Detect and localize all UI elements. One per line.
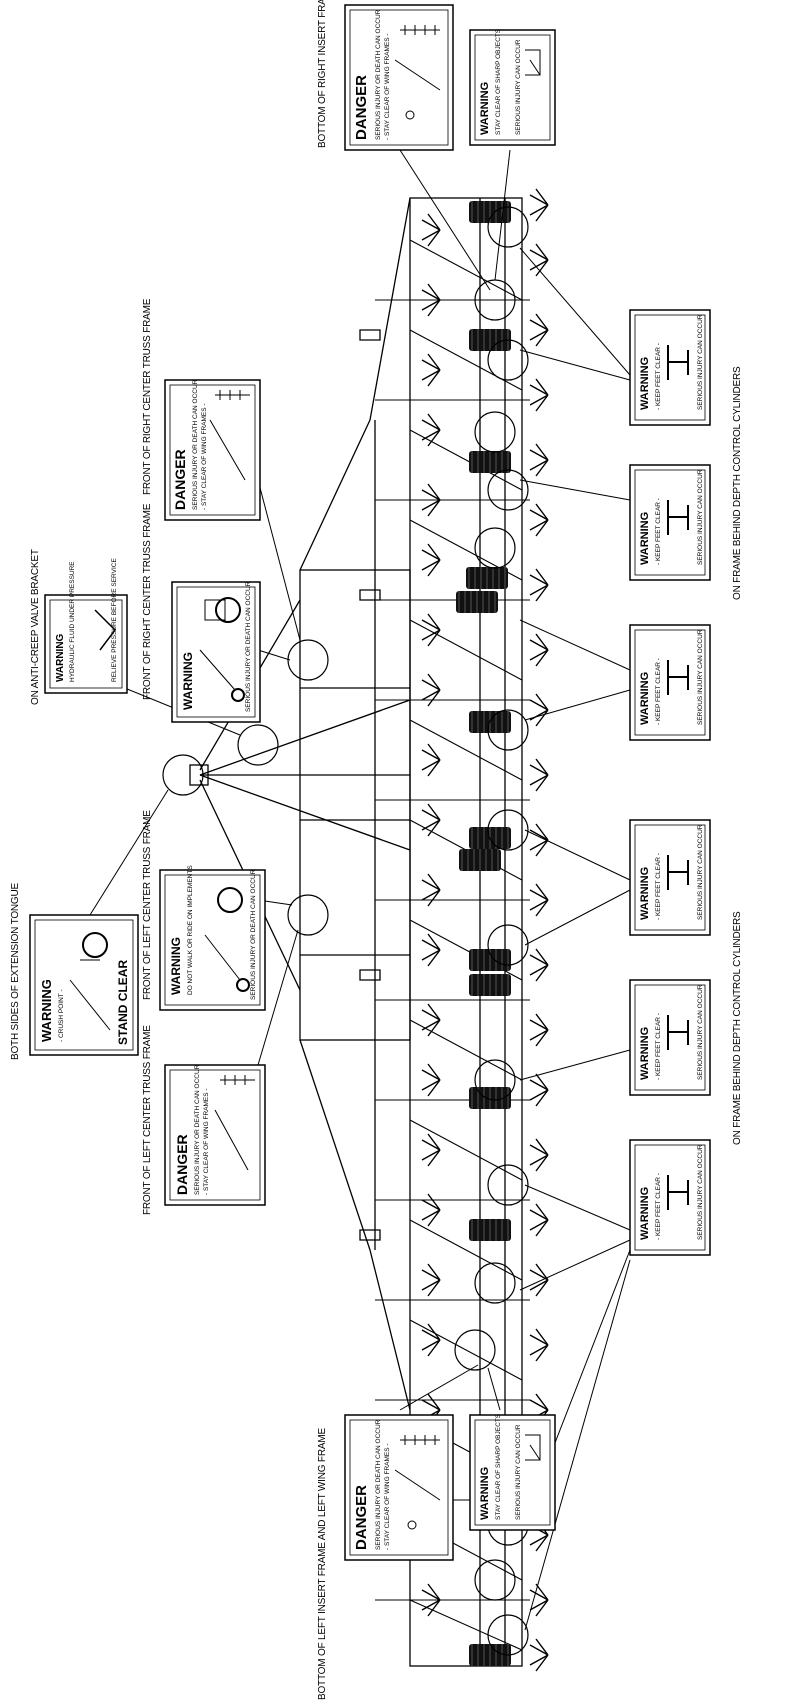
serious-injury: SERIOUS INJURY CAN OCCUR bbox=[515, 1424, 522, 1520]
serious-death: SERIOUS INJURY OR DEATH CAN OCCUR bbox=[245, 581, 252, 712]
warning-sign-left-insert: WARNING STAY CLEAR OF SHARP OBJECTS SERI… bbox=[469, 1413, 556, 1531]
crush-point: - CRUSH POINT - bbox=[58, 989, 65, 1042]
caption-front-right-center-1: FRONT OF RIGHT CENTER TRUSS FRAME bbox=[142, 298, 153, 495]
caption-front-right-center-2: FRONT OF RIGHT CENTER TRUSS FRAME bbox=[142, 503, 153, 700]
caption-depth-left: ON FRAME BEHIND DEPTH CONTROL CYLINDERS bbox=[732, 911, 743, 1145]
warning-sign-extension-tongue: WARNING - CRUSH POINT - STAND CLEAR bbox=[29, 914, 139, 1056]
warning-sign-anti-creep: WARNING HYDRAULIC FLUID UNDER PRESSURE R… bbox=[44, 558, 128, 694]
serious-injury: SERIOUS INJURY CAN OCCUR bbox=[697, 984, 704, 1080]
warning-title: WARNING bbox=[55, 633, 66, 682]
no-ride-text: DO NOT WALK OR RIDE ON IMPLEMENTS bbox=[187, 865, 194, 995]
danger-line2: - STAY CLEAR OF WING FRAMES - bbox=[384, 1443, 391, 1550]
danger-title: DANGER bbox=[172, 449, 188, 510]
stay-clear-sharp: STAY CLEAR OF SHARP OBJECTS bbox=[495, 1413, 502, 1520]
warning-title: WARNING bbox=[169, 937, 183, 995]
caption-front-left-center-2: FRONT OF LEFT CENTER TRUSS FRAME bbox=[142, 1025, 153, 1215]
danger-title: DANGER bbox=[353, 1485, 370, 1550]
keep-feet-text: - KEEP FEET CLEAR - bbox=[655, 343, 662, 410]
warning-title: WARNING bbox=[639, 357, 651, 410]
caption-front-left-center-1: FRONT OF LEFT CENTER TRUSS FRAME bbox=[142, 810, 153, 1000]
serious-injury: SERIOUS INJURY CAN OCCUR bbox=[515, 39, 522, 135]
warning-feet-5: WARNING - KEEP FEET CLEAR - SERIOUS INJU… bbox=[629, 979, 711, 1096]
keep-feet-text: - KEEP FEET CLEAR - bbox=[655, 1173, 662, 1240]
warning-title: WARNING bbox=[39, 979, 54, 1042]
danger-sign-right-insert: DANGER SERIOUS INJURY OR DEATH CAN OCCUR… bbox=[344, 4, 454, 151]
danger-line1: SERIOUS INJURY OR DEATH CAN OCCUR bbox=[192, 379, 199, 510]
hydraulic-text: HYDRAULIC FLUID UNDER PRESSURE bbox=[69, 561, 76, 682]
warning-sign-right-insert: WARNING STAY CLEAR OF SHARP OBJECTS SERI… bbox=[469, 28, 556, 146]
danger-sign-left-center: DANGER SERIOUS INJURY OR DEATH CAN OCCUR… bbox=[164, 1064, 266, 1206]
serious-injury: SERIOUS INJURY CAN OCCUR bbox=[697, 314, 704, 410]
keep-feet-text: - KEEP FEET CLEAR - bbox=[655, 498, 662, 565]
stand-clear: STAND CLEAR bbox=[116, 960, 130, 1045]
serious-injury: SERIOUS INJURY CAN OCCUR bbox=[697, 469, 704, 565]
serious-injury: SERIOUS INJURY CAN OCCUR bbox=[697, 1144, 704, 1240]
warning-feet-6: WARNING - KEEP FEET CLEAR - SERIOUS INJU… bbox=[629, 1139, 711, 1256]
danger-title: DANGER bbox=[353, 75, 370, 140]
keep-feet-text: - KEEP FEET CLEAR - bbox=[655, 658, 662, 725]
danger-line1: SERIOUS INJURY OR DEATH CAN OCCUR bbox=[194, 1064, 201, 1195]
danger-sign-right-center: DANGER SERIOUS INJURY OR DEATH CAN OCCUR… bbox=[164, 379, 261, 521]
keep-feet-text: - KEEP FEET CLEAR - bbox=[655, 853, 662, 920]
warning-title: WARNING bbox=[639, 512, 651, 565]
warning-title: WARNING bbox=[479, 1467, 491, 1520]
captions: BOTTOM OF RIGHT INSERT FRAME AND RIGHT W… bbox=[10, 0, 743, 1700]
danger-line1: SERIOUS INJURY OR DEATH CAN OCCUR bbox=[375, 1419, 382, 1550]
warning-feet-3: WARNING - KEEP FEET CLEAR - SERIOUS INJU… bbox=[629, 624, 711, 741]
relieve-pressure: RELIEVE PRESSURE BEFORE SERVICE bbox=[111, 558, 118, 682]
serious-death: SERIOUS INJURY OR DEATH CAN OCCUR bbox=[250, 869, 257, 1000]
danger-title: DANGER bbox=[174, 1134, 190, 1195]
stay-clear-sharp: STAY CLEAR OF SHARP OBJECTS bbox=[495, 28, 502, 135]
warning-sign-left-center: WARNING DO NOT WALK OR RIDE ON IMPLEMENT… bbox=[159, 865, 266, 1011]
serious-injury: SERIOUS INJURY CAN OCCUR bbox=[697, 824, 704, 920]
warning-title: WARNING bbox=[639, 672, 651, 725]
warning-title: WARNING bbox=[639, 1187, 651, 1240]
danger-sign-left-insert: DANGER SERIOUS INJURY OR DEATH CAN OCCUR… bbox=[344, 1414, 454, 1561]
warning-feet-4: WARNING - KEEP FEET CLEAR - SERIOUS INJU… bbox=[629, 819, 711, 936]
caption-bottom-right-insert: BOTTOM OF RIGHT INSERT FRAME AND RIGHT W… bbox=[317, 0, 328, 148]
warning-title: WARNING bbox=[181, 652, 195, 710]
warning-title: WARNING bbox=[639, 867, 651, 920]
warning-title: WARNING bbox=[639, 1027, 651, 1080]
danger-line2: - STAY CLEAR OF WING FRAMES - bbox=[203, 1088, 210, 1195]
caption-bottom-left-insert: BOTTOM OF LEFT INSERT FRAME AND LEFT WIN… bbox=[317, 1428, 328, 1700]
keep-feet-text: - KEEP FEET CLEAR - bbox=[655, 1013, 662, 1080]
caption-depth-right: ON FRAME BEHIND DEPTH CONTROL CYLINDERS bbox=[732, 366, 743, 600]
warning-feet-2: WARNING - KEEP FEET CLEAR - SERIOUS INJU… bbox=[629, 464, 711, 581]
warning-sign-right-center: WARNING SERIOUS INJURY OR DEATH CAN OCCU… bbox=[171, 581, 261, 723]
caption-both-sides-ext: BOTH SIDES OF EXTENSION TONGUE bbox=[10, 882, 21, 1060]
danger-line1: SERIOUS INJURY OR DEATH CAN OCCUR bbox=[375, 9, 382, 140]
warning-feet-1: WARNING - KEEP FEET CLEAR - SERIOUS INJU… bbox=[629, 309, 711, 426]
serious-injury: SERIOUS INJURY CAN OCCUR bbox=[697, 629, 704, 725]
caption-anti-creep: ON ANTI-CREEP VALVE BRACKET bbox=[30, 549, 41, 705]
danger-line2: - STAY CLEAR OF WING FRAMES - bbox=[201, 403, 208, 510]
danger-line2: - STAY CLEAR OF WING FRAMES - bbox=[384, 33, 391, 140]
warning-title: WARNING bbox=[479, 82, 491, 135]
